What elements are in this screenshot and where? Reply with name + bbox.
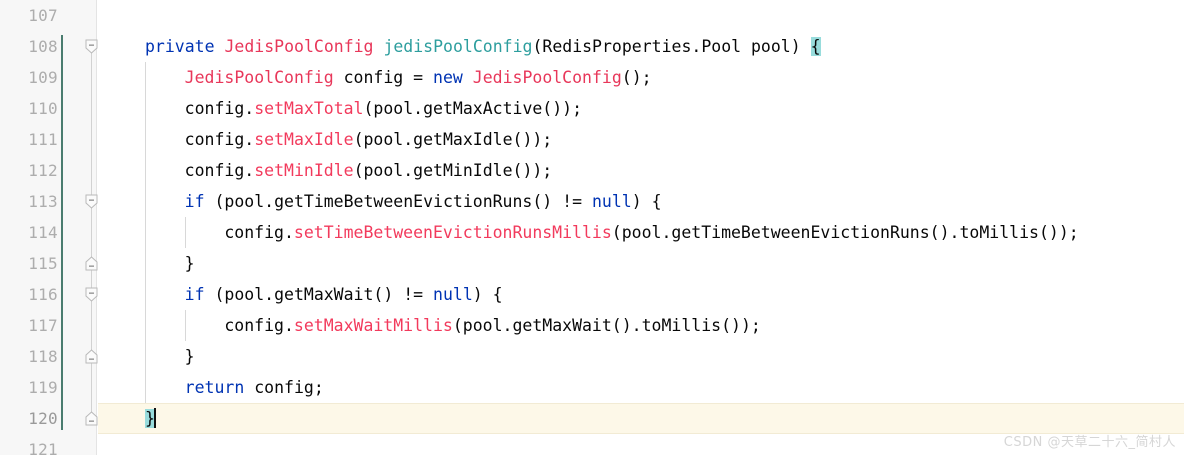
fold-connector-line: [91, 46, 92, 418]
line-number-121[interactable]: 121: [28, 440, 58, 455]
code-line-107[interactable]: [98, 0, 1184, 31]
token: (pool.getMaxWait().toMillis());: [452, 316, 761, 335]
token: config.: [184, 99, 255, 118]
token: [374, 37, 384, 56]
code-line-111[interactable]: config.setMaxIdle(pool.getMaxIdle());: [98, 124, 1184, 155]
fold-collapse-icon[interactable]: [85, 186, 98, 217]
token: (pool.getMaxIdle());: [353, 130, 553, 149]
token: jedisPoolConfig: [383, 37, 533, 56]
indent-guide: [184, 217, 186, 248]
code-line-112[interactable]: config.setMinIdle(pool.getMinIdle());: [98, 155, 1184, 186]
code-line-119[interactable]: return config;: [98, 372, 1184, 403]
token: ) {: [631, 192, 662, 211]
line-number-114[interactable]: 114: [28, 223, 58, 242]
token: config.: [224, 223, 294, 242]
token: }: [145, 409, 155, 428]
line-number-120[interactable]: 120: [28, 409, 58, 428]
token: setMaxTotal: [254, 99, 364, 118]
indent-guide: [145, 62, 146, 403]
code-line-109[interactable]: JedisPoolConfig config = new JedisPoolCo…: [98, 62, 1184, 93]
token: }: [184, 254, 195, 273]
fold-end-icon[interactable]: [85, 341, 98, 372]
line-number-107[interactable]: 107: [28, 6, 58, 25]
line-number-119[interactable]: 119: [28, 378, 58, 397]
token: setMaxWaitMillis: [293, 316, 453, 335]
line-number-110[interactable]: 110: [28, 99, 58, 118]
fold-collapse-icon[interactable]: [85, 279, 98, 310]
fold-end-icon[interactable]: [85, 248, 98, 279]
token: JedisPoolConfig: [472, 68, 622, 87]
token: (pool.getMaxWait() !=: [204, 285, 434, 304]
token: config.: [224, 316, 294, 335]
line-number-117[interactable]: 117: [28, 316, 58, 335]
token: new: [433, 68, 463, 87]
token: ();: [621, 68, 652, 87]
token: (pool.getTimeBetweenEvictionRuns().toMil…: [611, 223, 1079, 242]
code-line-117[interactable]: config.setMaxWaitMillis(pool.getMaxWait(…: [98, 310, 1184, 341]
code-line-116[interactable]: if (pool.getMaxWait() != null) {: [98, 279, 1184, 310]
fold-end-icon[interactable]: [85, 403, 98, 434]
token: ) {: [472, 285, 503, 304]
token: config.: [184, 130, 255, 149]
line-number-111[interactable]: 111: [28, 130, 58, 149]
token: setMinIdle: [254, 161, 354, 180]
line-number-116[interactable]: 116: [28, 285, 58, 304]
token: [463, 68, 473, 87]
token: }: [184, 347, 195, 366]
token: [215, 37, 225, 56]
token: (pool.getMinIdle());: [353, 161, 553, 180]
code-line-120[interactable]: }: [98, 403, 1184, 434]
token: JedisPoolConfig: [184, 68, 334, 87]
code-line-115[interactable]: }: [98, 248, 1184, 279]
token: if: [184, 285, 205, 304]
token: return: [184, 378, 245, 397]
indent-guide: [184, 310, 186, 341]
current-line-highlight: [98, 403, 1184, 434]
token: config =: [333, 68, 434, 87]
line-number-108[interactable]: 108: [28, 37, 58, 56]
token: config;: [244, 378, 324, 397]
csdn-watermark: CSDN @天草二十六_简村人: [1003, 435, 1176, 450]
code-line-113[interactable]: if (pool.getTimeBetweenEvictionRuns() !=…: [98, 186, 1184, 217]
text-caret: [153, 408, 156, 428]
token: (RedisProperties.Pool pool): [532, 37, 811, 56]
line-number-113[interactable]: 113: [28, 192, 58, 211]
code-line-108[interactable]: private JedisPoolConfig jedisPoolConfig(…: [98, 31, 1184, 62]
line-number-115[interactable]: 115: [28, 254, 58, 273]
token: setMaxIdle: [254, 130, 354, 149]
fold-collapse-icon[interactable]: [85, 31, 98, 62]
code-line-110[interactable]: config.setMaxTotal(pool.getMaxActive());: [98, 93, 1184, 124]
token: null: [591, 192, 632, 211]
token: JedisPoolConfig: [224, 37, 374, 56]
token: (pool.getTimeBetweenEvictionRuns() !=: [204, 192, 592, 211]
line-number-109[interactable]: 109: [28, 68, 58, 87]
token: setTimeBetweenEvictionRunsMillis: [293, 223, 612, 242]
token: (pool.getMaxActive());: [363, 99, 583, 118]
token: {: [810, 37, 821, 56]
token: if: [184, 192, 205, 211]
code-line-114[interactable]: config.setTimeBetweenEvictionRunsMillis(…: [98, 217, 1184, 248]
token: null: [433, 285, 473, 304]
line-number-112[interactable]: 112: [28, 161, 58, 180]
code-line-118[interactable]: }: [98, 341, 1184, 372]
token: config.: [184, 161, 255, 180]
token: private: [145, 37, 215, 56]
editor-gutter[interactable]: 107 108 109 110 111 112 113 114 115 116 117 118 119 1…: [0, 0, 98, 455]
vcs-change-bar[interactable]: [61, 35, 63, 430]
line-number-118[interactable]: 118: [28, 347, 58, 366]
code-content-area[interactable]: private JedisPoolConfig jedisPoolConfig(…: [98, 0, 1184, 455]
